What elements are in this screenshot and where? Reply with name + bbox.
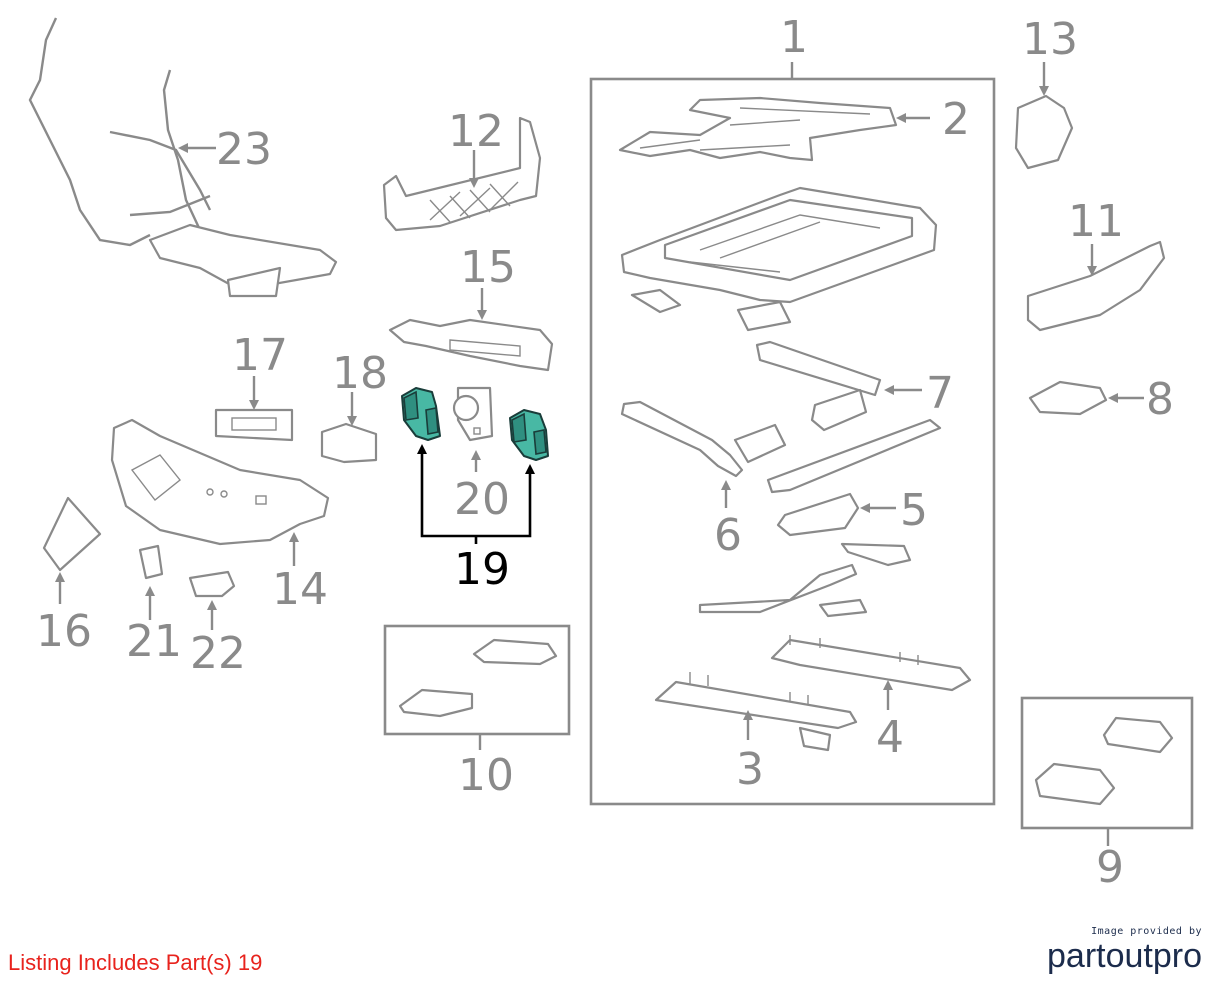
group-box-1: [589, 77, 996, 806]
callout-5[interactable]: 5: [900, 485, 928, 536]
callout-21[interactable]: 21: [126, 616, 182, 667]
seat-pan: [620, 186, 938, 332]
part-19-connector-left[interactable]: [401, 387, 441, 441]
part-12-cover: [382, 116, 542, 232]
listing-note: Listing Includes Part(s) 19: [8, 950, 263, 975]
callout-16[interactable]: 16: [36, 606, 92, 657]
group-box-10: [383, 624, 571, 736]
callout-18[interactable]: 18: [332, 348, 388, 399]
callout-10[interactable]: 10: [458, 750, 514, 801]
callout-2[interactable]: 2: [942, 94, 970, 145]
callout-8[interactable]: 8: [1146, 374, 1174, 425]
brand-name: partoutpro: [1047, 937, 1202, 975]
part-22-knob: [188, 570, 236, 598]
bracket-c: [818, 598, 868, 618]
part-18-knob: [320, 422, 378, 464]
part-4-track: [770, 635, 972, 692]
callout-7[interactable]: 7: [926, 368, 954, 419]
callout-6[interactable]: 6: [714, 510, 742, 561]
callout-17[interactable]: 17: [232, 330, 288, 381]
callout-14[interactable]: 14: [272, 564, 328, 615]
callout-15[interactable]: 15: [460, 242, 516, 293]
callout-4[interactable]: 4: [876, 712, 904, 763]
part-2-frame-wire: [618, 96, 898, 162]
bracket-b: [698, 563, 858, 614]
part-7-motor: [755, 340, 882, 432]
callout-11[interactable]: 11: [1068, 196, 1124, 247]
callout-13[interactable]: 13: [1022, 14, 1078, 65]
brand-caption: Image provided by: [1091, 926, 1202, 937]
brand-logo: Image provided by partoutpro: [1047, 926, 1202, 975]
callout-20[interactable]: 20: [454, 474, 510, 525]
bracket-a: [840, 542, 912, 567]
part-5-motor: [776, 492, 860, 537]
part-16-cap: [42, 496, 102, 572]
part-19-connector-right[interactable]: [509, 409, 549, 461]
callout-23[interactable]: 23: [216, 124, 272, 175]
callout-12[interactable]: 12: [448, 106, 504, 157]
part-21-knob: [138, 544, 164, 580]
part-17-switch: [214, 408, 294, 442]
part-3-track: [654, 672, 858, 752]
part-13-cover: [1014, 94, 1074, 170]
callout-1[interactable]: 1: [780, 12, 808, 63]
track-mid: [766, 418, 942, 494]
callout-19[interactable]: 19: [454, 544, 510, 595]
part-8-cover: [1028, 380, 1108, 416]
group-box-9: [1020, 696, 1194, 830]
part-11-trim: [1026, 240, 1166, 332]
callout-9[interactable]: 9: [1096, 842, 1124, 893]
part-20-sensor: [452, 386, 494, 442]
callout-3[interactable]: 3: [736, 744, 764, 795]
callout-22[interactable]: 22: [190, 628, 246, 679]
part-23-harness: [28, 17, 338, 298]
part-14-shield: [110, 418, 330, 546]
part-15-bracket: [388, 318, 554, 372]
part-6-lever: [620, 400, 787, 478]
